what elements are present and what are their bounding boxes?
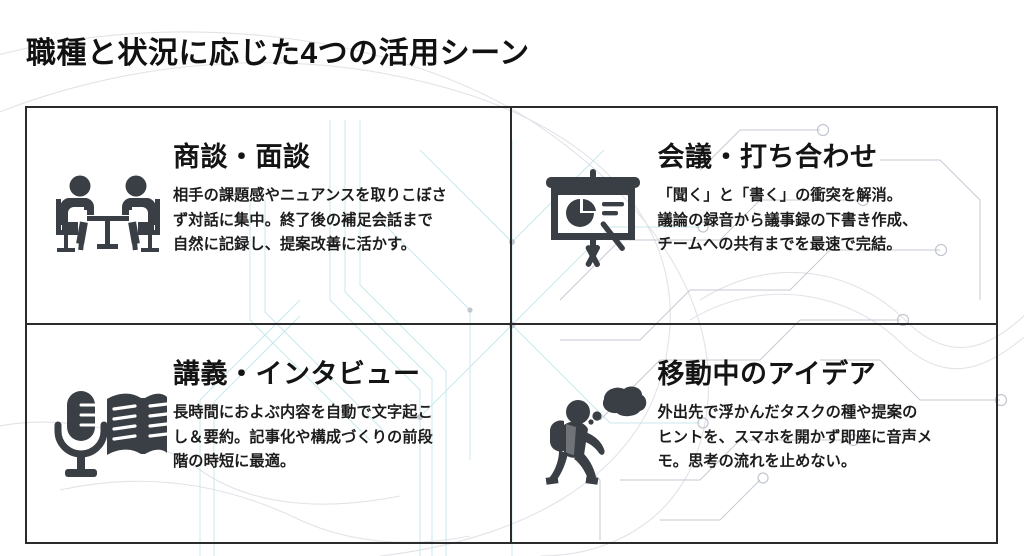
scene-heading: 講義・インタビュー <box>173 359 421 389</box>
scene-desc-line: モ。思考の流れを止めない。 <box>657 453 857 471</box>
scene-desc-line: 議論の録音から議事録の下書き作成、 <box>657 211 918 229</box>
scene-grid: 商談・面談 相手の課題感やニュアンスを取りこぼさ ず対話に集中。終了後の補足会話… <box>25 106 998 544</box>
scene-desc-line: 長時間におよぶ内容を自動で文字起こ <box>173 404 433 422</box>
scene-description: 長時間におよぶ内容を自動で文字起こ し＆要約。記事化や構成づくりの前段 階の時短… <box>173 401 492 475</box>
scene-description: 相手の課題感やニュアンスを取りこぼさ ず対話に集中。終了後の補足会話まで 自然に… <box>173 184 492 258</box>
scene-heading: 商談・面談 <box>173 142 311 172</box>
scene-desc-line: チームへの共有までを最速で完結。 <box>657 236 902 254</box>
scene-heading: 会議・打ち合わせ <box>657 142 878 172</box>
scene-desc-line: 自然に記録し、提案改善に活かす。 <box>173 236 417 254</box>
scene-desc-line: ず対話に集中。終了後の補足会話まで <box>173 211 433 229</box>
two-people-at-table-icon <box>49 136 167 264</box>
scene-card-lecture-interview[interactable]: 講義・インタビュー 長時間におよぶ内容を自動で文字起こ し＆要約。記事化や構成づ… <box>27 325 512 542</box>
scene-desc-line: ヒントを、スマホを開かず即座に音声メ <box>657 428 933 446</box>
scene-card-meeting[interactable]: 会議・打ち合わせ 「聞く」と「書く」の衝突を解消。 議論の録音から議事録の下書き… <box>511 108 996 325</box>
scene-desc-line: 「聞く」と「書く」の衝突を解消。 <box>657 187 903 205</box>
page-title: 職種と状況に応じた4つの活用シーン <box>26 37 530 70</box>
scene-description: 外出先で浮かんだタスクの種や提案の ヒントを、スマホを開かず即座に音声メ モ。思… <box>658 401 979 475</box>
scene-body: 移動中のアイデア 外出先で浮かんだタスクの種や提案の ヒントを、スマホを開かず即… <box>652 353 979 475</box>
scene-heading: 移動中のアイデア <box>657 359 877 389</box>
scene-body: 会議・打ち合わせ 「聞く」と「書く」の衝突を解消。 議論の録音から議事録の下書き… <box>652 136 979 258</box>
scene-desc-line: 相手の課題感やニュアンスを取りこぼさ <box>173 187 447 205</box>
scene-desc-line: し＆要約。記事化や構成づくりの前段 <box>173 428 433 446</box>
walking-person-thought-bubble-icon <box>534 353 652 493</box>
scene-card-negotiation[interactable]: 商談・面談 相手の課題感やニュアンスを取りこぼさ ず対話に集中。終了後の補足会話… <box>27 108 512 325</box>
scene-body: 商談・面談 相手の課題感やニュアンスを取りこぼさ ず対話に集中。終了後の補足会話… <box>167 136 492 258</box>
scene-desc-line: 階の時短に最適。 <box>173 453 296 471</box>
microphone-and-book-icon <box>49 353 167 483</box>
scene-card-idea-on-the-move[interactable]: 移動中のアイデア 外出先で浮かんだタスクの種や提案の ヒントを、スマホを開かず即… <box>512 325 997 542</box>
scene-description: 「聞く」と「書く」の衝突を解消。 議論の録音から議事録の下書き作成、 チームへの… <box>658 184 979 258</box>
presentation-board-icon <box>534 136 652 268</box>
scene-body: 講義・インタビュー 長時間におよぶ内容を自動で文字起こ し＆要約。記事化や構成づ… <box>167 353 492 475</box>
scene-desc-line: 外出先で浮かんだタスクの種や提案の <box>657 404 918 422</box>
